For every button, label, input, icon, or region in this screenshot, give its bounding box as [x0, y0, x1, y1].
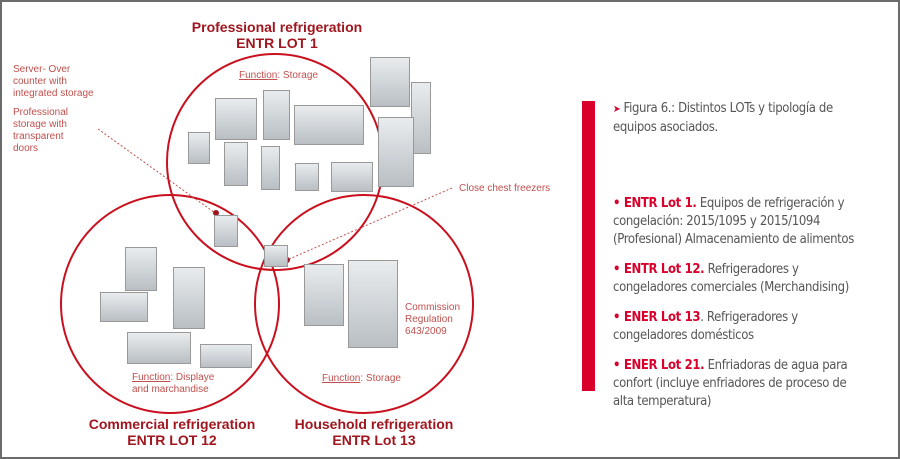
product-image — [295, 163, 319, 191]
function-value: : Displaye — [170, 372, 215, 383]
lot-text: ENTR Lot 13 — [332, 432, 416, 448]
function-household: Function: Storage — [322, 373, 401, 384]
chevron-circle-right-icon: ➤ — [613, 104, 621, 115]
product-image — [127, 332, 191, 364]
lot-list: • ENTR Lot 1. Equipos de refrigeración y… — [613, 195, 856, 411]
product-image — [304, 264, 344, 326]
circle-commercial — [60, 194, 280, 414]
product-image — [331, 162, 373, 192]
function-label: Function — [239, 70, 278, 81]
title-text: Professional refrigeration — [191, 19, 363, 35]
lot-text: ENTR LOT 12 — [127, 432, 217, 448]
title-commercial: Commercial refrigeration ENTR LOT 12 — [72, 416, 272, 448]
product-image — [200, 344, 252, 368]
lot-text: Refrigeradores y congeladores comerciale… — [613, 262, 849, 295]
lot-text: Equipos de refrigeración y congelación: … — [613, 196, 854, 247]
note-chest: Close chest freezers — [459, 183, 551, 194]
title-text: Commercial refrigeration — [88, 416, 256, 432]
lot-key: ENTR Lot 1. — [623, 196, 697, 211]
circle-household — [254, 194, 474, 414]
callout-line-transparent — [97, 128, 216, 214]
list-item: • ENER Lot 21. Enfriadoras de agua para … — [613, 358, 848, 409]
note-server: Server- Over counter with integrated sto… — [13, 64, 94, 100]
product-image — [294, 105, 364, 145]
product-image — [125, 247, 157, 291]
list-item: • ENER Lot 13. Refrigeradores y congelad… — [613, 310, 798, 343]
function-value: : Storage — [277, 70, 318, 81]
title-text: Household refrigeration — [294, 416, 454, 432]
list-item: • ENTR Lot 12. Refrigeradores y congelad… — [613, 262, 849, 295]
product-image — [348, 260, 398, 348]
list-item: • ENTR Lot 1. Equipos de refrigeración y… — [613, 196, 854, 247]
product-image — [188, 132, 210, 164]
title-professional: Professional refrigeration ENTR LOT 1 — [172, 19, 382, 51]
legend-panel: ➤ Figura 6.: Distintos LOTs y tipología … — [613, 100, 856, 411]
product-image — [411, 82, 431, 154]
lot-text: . Refrigeradores y congeladores doméstic… — [613, 310, 798, 343]
product-image — [370, 57, 410, 107]
function-label: Function — [132, 372, 171, 383]
note-transparent: Professional storage with transparent do… — [13, 107, 68, 155]
lot-text: Enfriadoras de agua para confort (incluy… — [613, 358, 848, 409]
product-image — [215, 98, 257, 140]
function-value: : Storage — [360, 373, 401, 384]
product-image — [261, 146, 280, 190]
function-label: Function — [322, 373, 361, 384]
note-line: Commission — [405, 302, 461, 313]
product-image — [214, 215, 238, 247]
lot-key: ENER Lot 13 — [623, 310, 701, 325]
product-image — [378, 117, 414, 187]
figure-caption: ➤ Figura 6.: Distintos LOTs y tipología … — [613, 100, 856, 137]
lot-key: ENTR Lot 12. — [623, 262, 705, 277]
note-line: counter with — [13, 76, 67, 87]
note-line: Professional — [13, 107, 69, 118]
note-line: transparent — [13, 131, 64, 142]
note-commission: Commission Regulation 643/2009 — [405, 302, 460, 338]
note-line: integrated storage — [13, 88, 94, 99]
lot-key: ENER Lot 21. — [623, 358, 705, 373]
note-line: 643/2009 — [405, 326, 447, 337]
product-image — [264, 245, 288, 267]
lot-text: ENTR LOT 1 — [236, 35, 318, 51]
product-image — [263, 90, 290, 140]
function-professional: Function: Storage — [239, 70, 318, 81]
callout-dot — [213, 210, 219, 216]
caption-text: Figura 6.: Distintos LOTs y tipología de… — [613, 101, 833, 135]
note-line: Regulation — [405, 314, 453, 325]
product-image — [173, 267, 205, 329]
note-line: Server- Over — [13, 64, 71, 75]
note-line: storage with — [13, 119, 67, 130]
accent-bar — [582, 101, 595, 391]
title-household: Household refrigeration ENTR Lot 13 — [274, 416, 474, 448]
note-line: doors — [13, 143, 39, 154]
product-image — [224, 142, 248, 186]
function-value: and marchandise — [132, 384, 209, 395]
product-image — [100, 292, 148, 322]
callout-line-chest — [286, 187, 453, 261]
